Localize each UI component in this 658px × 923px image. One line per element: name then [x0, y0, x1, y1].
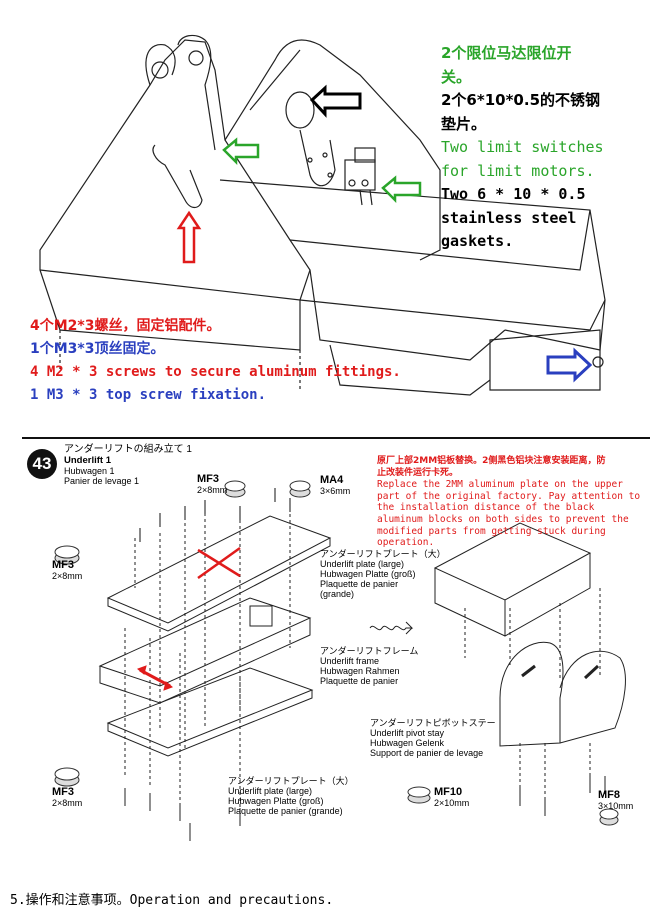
label-line: アンダーリフトプレート（大）	[320, 549, 446, 559]
label-line: Hubwagen Platte (groß)	[320, 569, 416, 579]
note-line: Two 6 * 10 * 0.5	[441, 185, 586, 203]
title-fr: Panier de levage 1	[64, 476, 140, 486]
black-arrow-icon	[309, 84, 362, 118]
green-arrow-icon-upper	[222, 137, 260, 166]
note-line: modified parts from getting stuck during	[377, 525, 606, 537]
part-code: MA4	[320, 474, 344, 486]
label-plate-large-bottom: アンダーリフトプレート（大） Underlift plate (large) H…	[228, 776, 354, 816]
part-mf3-bottom: MF3 2×8mm	[52, 786, 82, 808]
label-frame: アンダーリフトフレーム Underlift frame Hubwagen Rah…	[320, 646, 418, 686]
label-line: アンダーリフトフレーム	[320, 646, 419, 656]
section-heading: 5.操作和注意事项。Operation and precautions.	[10, 893, 334, 908]
title-de: Hubwagen 1	[64, 466, 115, 476]
part-size: 3×6mm	[320, 486, 351, 496]
label-line: Plaquette de panier (grande)	[228, 806, 343, 816]
step-title: アンダーリフトの組み立て 1 Underlift 1 Hubwagen 1 Pa…	[64, 444, 192, 487]
title-en: Underlift 1	[64, 455, 111, 466]
note-line: 关。	[441, 67, 472, 86]
label-line: Plaquette de panier	[320, 579, 399, 589]
underlift-assembly-diagram	[54, 480, 626, 841]
red-arrow-icon	[176, 210, 202, 264]
part-code: MF3	[197, 473, 219, 485]
note-line: 4个M2*3螺丝，固定铝配件。	[30, 318, 221, 334]
note-line: stainless steel	[441, 208, 577, 227]
blue-arrow-icon	[546, 347, 593, 383]
label-line: Support de panier de levage	[370, 748, 484, 758]
note-line: 1个M3*3顶丝固定。	[30, 341, 165, 357]
note-line: 2个6*10*0.5的不锈钢	[441, 91, 601, 109]
part-size: 3×10mm	[598, 801, 634, 811]
note-line: 2个限位马达限位开	[441, 44, 572, 62]
note-line: the installation distance of the black	[377, 502, 595, 514]
part-mf3-top: MF3 2×8mm	[197, 473, 227, 495]
modification-note: 原厂上部2MM铝板替换。2侧黑色铝块注意安装距离，防 止改装件运行卡死。 Rep…	[377, 456, 647, 549]
screw-note: 4个M2*3螺丝，固定铝配件。 1个M3*3顶丝固定。 4 M2 * 3 scr…	[30, 315, 401, 407]
label-line: Hubwagen Gelenk	[370, 738, 445, 748]
label-line: Underlift plate (large)	[320, 559, 405, 569]
green-arrow-icon-lower	[381, 175, 422, 204]
label-line: アンダーリフトピボットステー	[370, 718, 496, 728]
label-line: Hubwagen Rahmen	[320, 666, 400, 676]
note-line: part of the original factory. Pay attent…	[377, 490, 641, 502]
note-line: for limit motors.	[441, 161, 595, 180]
note-line: 垫片。	[441, 114, 487, 133]
part-code: MF3	[52, 559, 74, 571]
note-line: Two limit switches	[441, 138, 604, 156]
title-jp: アンダーリフトの組み立て 1	[64, 444, 192, 455]
note-line: 止改装件运行卡死。	[377, 467, 459, 478]
note-line: operation.	[377, 537, 435, 549]
note-line: 4 M2 * 3 screws to secure aluminum fitti…	[30, 364, 401, 380]
label-line: アンダーリフトプレート（大）	[228, 776, 354, 786]
red-cross-icon	[197, 546, 241, 580]
label-line: Underlift frame	[320, 656, 380, 666]
parts-bag-icon	[54, 480, 619, 826]
note-line: 原厂上部2MM铝板替换。2侧黑色铝块注意安装距离，防	[377, 456, 606, 466]
instruction-panel	[22, 437, 650, 849]
label-line: Underlift plate (large)	[228, 786, 313, 796]
part-size: 2×8mm	[197, 485, 228, 495]
note-line: aluminum blocks on both sides to prevent…	[377, 513, 629, 525]
part-size: 2×10mm	[434, 798, 470, 808]
note-line: Replace the 2MM aluminum plate on the up…	[377, 479, 623, 491]
part-mf10: MF10 2×10mm	[434, 786, 469, 808]
limit-switch-note: 2个限位马达限位开 关。 2个6*10*0.5的不锈钢 垫片。 Two limi…	[441, 42, 604, 254]
red-double-arrow-icon	[139, 668, 171, 688]
underlift-bracket-drawing	[39, 34, 606, 396]
part-mf3-left: MF3 2×8mm	[52, 559, 82, 581]
part-size: 2×8mm	[52, 798, 83, 808]
label-plate-large-top: アンダーリフトプレート（大） Underlift plate (large) H…	[320, 549, 446, 599]
label-line: Underlift pivot stay	[370, 728, 445, 738]
step-number-badge: 43	[27, 449, 57, 479]
label-line: Hubwagen Platte (groß)	[228, 796, 324, 806]
label-line: Plaquette de panier	[320, 676, 399, 686]
part-code: MF3	[52, 786, 74, 798]
label-line: (grande)	[320, 589, 355, 599]
label-pivot-stay: アンダーリフトピボットステー Underlift pivot stay Hubw…	[370, 718, 496, 758]
part-ma4: MA4 3×6mm	[320, 474, 350, 496]
part-code: MF8	[598, 789, 620, 801]
part-code: MF10	[434, 786, 463, 798]
note-line: gaskets.	[441, 232, 514, 250]
part-mf8: MF8 3×10mm	[598, 789, 633, 811]
note-line: 1 M3 * 3 top screw fixation.	[30, 387, 267, 403]
part-size: 2×8mm	[52, 571, 83, 581]
